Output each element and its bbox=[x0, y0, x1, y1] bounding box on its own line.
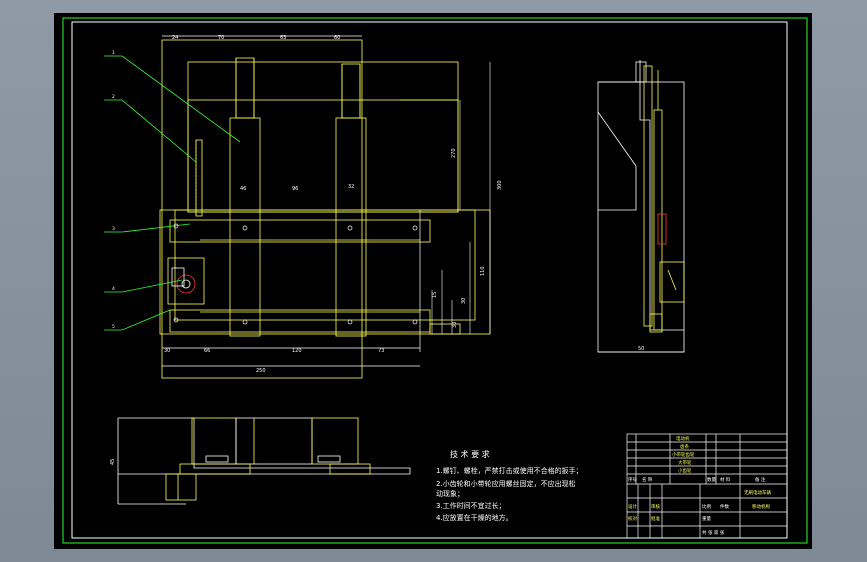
side-motor bbox=[659, 261, 685, 303]
tech-req-item-2: 2.小齿轮和小带轮应用螺丝固定，不应出现松 bbox=[436, 479, 576, 488]
weight-label: 重量 bbox=[702, 515, 711, 522]
dim-top-2: 70 bbox=[218, 35, 224, 41]
dim-right-5: 30 bbox=[461, 298, 467, 304]
tech-requirements-title: 技 术 要 求 bbox=[450, 449, 490, 459]
part-4: 大带轮 bbox=[678, 459, 692, 466]
dim-right-2: 300 bbox=[497, 180, 503, 190]
leader-label-5: 5 bbox=[112, 324, 115, 330]
design-title: 无刷电动车辆 bbox=[744, 489, 771, 496]
header-material: 材 料 bbox=[720, 476, 731, 483]
bottom-view bbox=[117, 417, 411, 505]
header-remark: 备 注 bbox=[755, 476, 766, 483]
leader-label-3: 3 bbox=[112, 226, 115, 232]
dim-mid-2: 96 bbox=[292, 186, 298, 192]
side-dim-bottom: 50 bbox=[638, 346, 644, 352]
part-5: 小齿轮 bbox=[678, 467, 692, 474]
dim-right-4: 15 bbox=[432, 292, 438, 298]
paper-sheet bbox=[54, 13, 812, 549]
part-3: 小带轮齿轮 bbox=[672, 451, 695, 458]
tech-req-item-1: 1.螺钉、螺栓，严禁打击或使用不合格的扳手； bbox=[436, 466, 583, 475]
dim-bottom-2: 66 bbox=[204, 348, 210, 354]
title-block bbox=[626, 433, 788, 539]
dim-bottom-4: 73 bbox=[378, 348, 384, 354]
sheet-label: 共 张 第 张 bbox=[702, 529, 725, 536]
count-label: 件数 bbox=[720, 503, 729, 510]
dim-bottom-1: 30 bbox=[164, 348, 170, 354]
motor-box bbox=[167, 257, 205, 305]
header-qty: 数量 bbox=[707, 476, 716, 483]
outer-frame bbox=[62, 17, 808, 544]
header-name: 名 称 bbox=[642, 476, 653, 483]
tech-req-item-3: 动现象； bbox=[436, 489, 464, 498]
header-no: 序号 bbox=[628, 476, 637, 483]
dim-bottom-3: 120 bbox=[292, 348, 302, 354]
side-view bbox=[597, 60, 685, 353]
inner-frame bbox=[71, 21, 788, 539]
dim-right-1: 270 bbox=[451, 148, 457, 158]
leader-label-2: 2 bbox=[112, 94, 115, 100]
leader-label-1: 1 bbox=[112, 50, 115, 56]
dim-top-4: 60 bbox=[334, 35, 340, 41]
front-view-dimensions bbox=[431, 62, 491, 334]
sign-approve: 批准 bbox=[651, 515, 660, 522]
leader-lines bbox=[104, 55, 241, 331]
dim-top-3: 63 bbox=[280, 35, 286, 41]
dim-top-1: 24 bbox=[172, 35, 178, 41]
drawing-name: 移动机构 bbox=[752, 503, 770, 510]
leader-label-4: 4 bbox=[112, 286, 115, 292]
dim-total: 250 bbox=[256, 368, 266, 374]
dim-mid-1: 46 bbox=[240, 186, 246, 192]
part-1: 电动机 bbox=[676, 435, 690, 442]
upper-rail bbox=[169, 219, 431, 243]
dim-mid-3: 32 bbox=[348, 184, 354, 190]
dim-right-6: 30 bbox=[452, 322, 458, 328]
scale-label: 比例 bbox=[702, 503, 711, 510]
tech-req-item-5: 4.应放置在干燥的地方。 bbox=[436, 513, 513, 522]
front-view bbox=[159, 35, 491, 379]
lower-rail bbox=[169, 309, 431, 333]
back-plate bbox=[161, 39, 363, 379]
dim-right-3: 110 bbox=[480, 266, 486, 276]
sign-design: 设计 bbox=[628, 503, 637, 510]
tech-req-item-4: 3.工作时间不宜过长； bbox=[436, 501, 506, 510]
bottom-dim-left: 45 bbox=[110, 459, 116, 465]
sign-review: 审核 bbox=[651, 503, 660, 510]
sign-check: 校对 bbox=[628, 515, 637, 522]
part-2: 齿条 bbox=[680, 443, 689, 450]
